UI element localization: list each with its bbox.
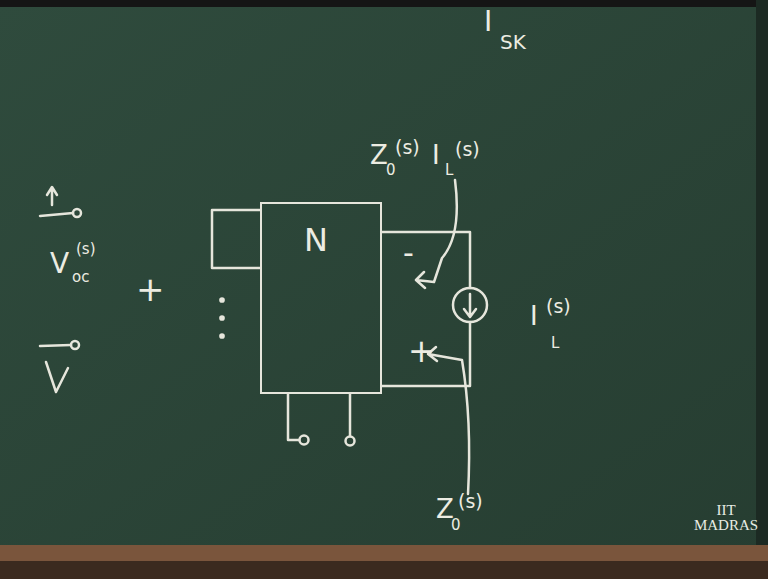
chalk-label: L [551,336,559,351]
chalk-label: 0 [451,518,461,533]
ellipsis-dot [220,334,223,337]
chalk-label: + [408,335,435,367]
terminal [73,209,81,217]
chalk-label: SK [500,32,526,52]
chalk-label: I [484,8,492,36]
terminal [346,437,355,446]
chalk-label: (s) [455,140,480,159]
watermark: IIT MADRAS [690,503,762,533]
chalk-label: (s) [458,492,483,511]
chalk-label: Z [370,142,388,168]
terminal-wire [40,213,73,216]
ellipsis-dot [220,316,223,319]
chalk-ledge [0,561,768,579]
chalk-label: - [403,238,414,268]
port-wire [382,232,470,288]
leader-line [416,180,457,288]
network-name: N [304,224,328,256]
chalk-label: 0 [386,163,396,178]
board-frame [756,0,768,548]
terminal [71,341,79,349]
chalk-label: + [136,272,165,306]
chalk-mark [46,362,68,392]
chalk-label: (s) [546,297,571,316]
chalk-label: oc [72,270,89,285]
port-wire [212,210,260,268]
current-source-arrow [464,294,476,317]
chalk-label: I [530,303,538,329]
network-box: N [260,202,382,394]
chalk-label: (s) [395,138,420,157]
port-wire [288,394,299,440]
leader-line [428,347,469,494]
chalk-ledge [0,545,768,561]
current-source-symbol [453,288,487,322]
terminal-arrow [47,187,57,205]
chalk-label: V [50,250,69,278]
chalk-label: (s) [76,242,96,257]
chalk-label: L [445,163,453,178]
port-wire [382,322,470,386]
board-frame [0,0,768,7]
terminal [300,436,309,445]
ellipsis-dot [220,298,223,301]
chalk-label: I [432,142,440,168]
port-wire [349,394,352,436]
terminal-wire [40,345,71,346]
